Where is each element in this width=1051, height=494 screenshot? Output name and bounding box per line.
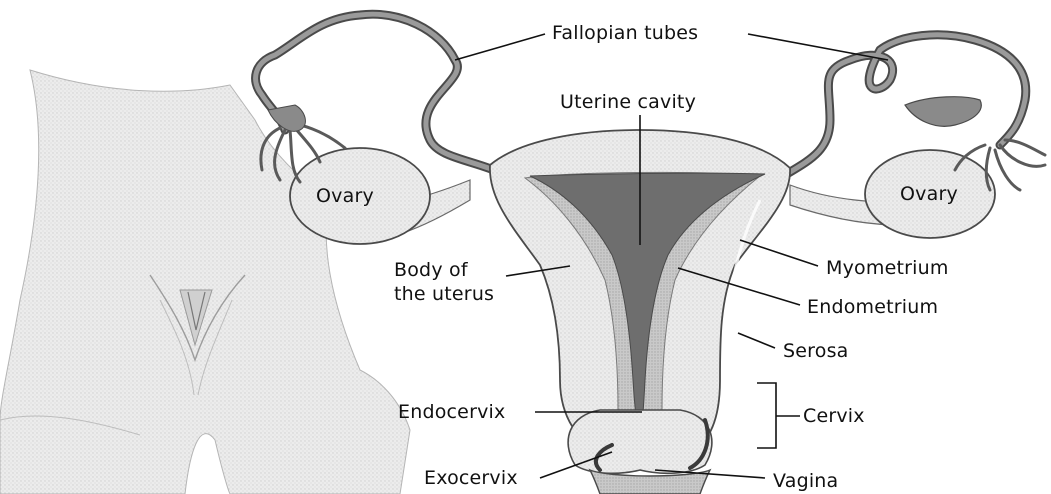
label-vagina: Vagina — [773, 470, 838, 492]
label-body-of-uterus-2: the uterus — [394, 283, 494, 305]
label-myometrium: Myometrium — [826, 257, 949, 279]
label-ovary-left: Ovary — [316, 185, 374, 207]
label-exocervix: Exocervix — [424, 467, 518, 489]
leader-serosa — [738, 333, 775, 348]
leader-fallopian-left — [455, 34, 545, 60]
label-fallopian-tubes: Fallopian tubes — [552, 22, 698, 44]
label-cervix: Cervix — [803, 405, 865, 427]
label-endocervix: Endocervix — [398, 401, 505, 423]
torso-silhouette — [0, 70, 410, 494]
label-uterine-cavity: Uterine cavity — [560, 91, 696, 113]
cervix-bracket — [757, 383, 800, 448]
leader-fallopian-right — [748, 34, 888, 60]
label-ovary-right: Ovary — [900, 183, 958, 205]
label-endometrium: Endometrium — [807, 296, 938, 318]
vagina-shape — [590, 470, 710, 494]
label-body-of-uterus-1: Body of — [394, 259, 468, 281]
cervix-shape — [568, 410, 712, 473]
leader-myometrium — [740, 240, 818, 266]
label-serosa: Serosa — [783, 340, 849, 362]
